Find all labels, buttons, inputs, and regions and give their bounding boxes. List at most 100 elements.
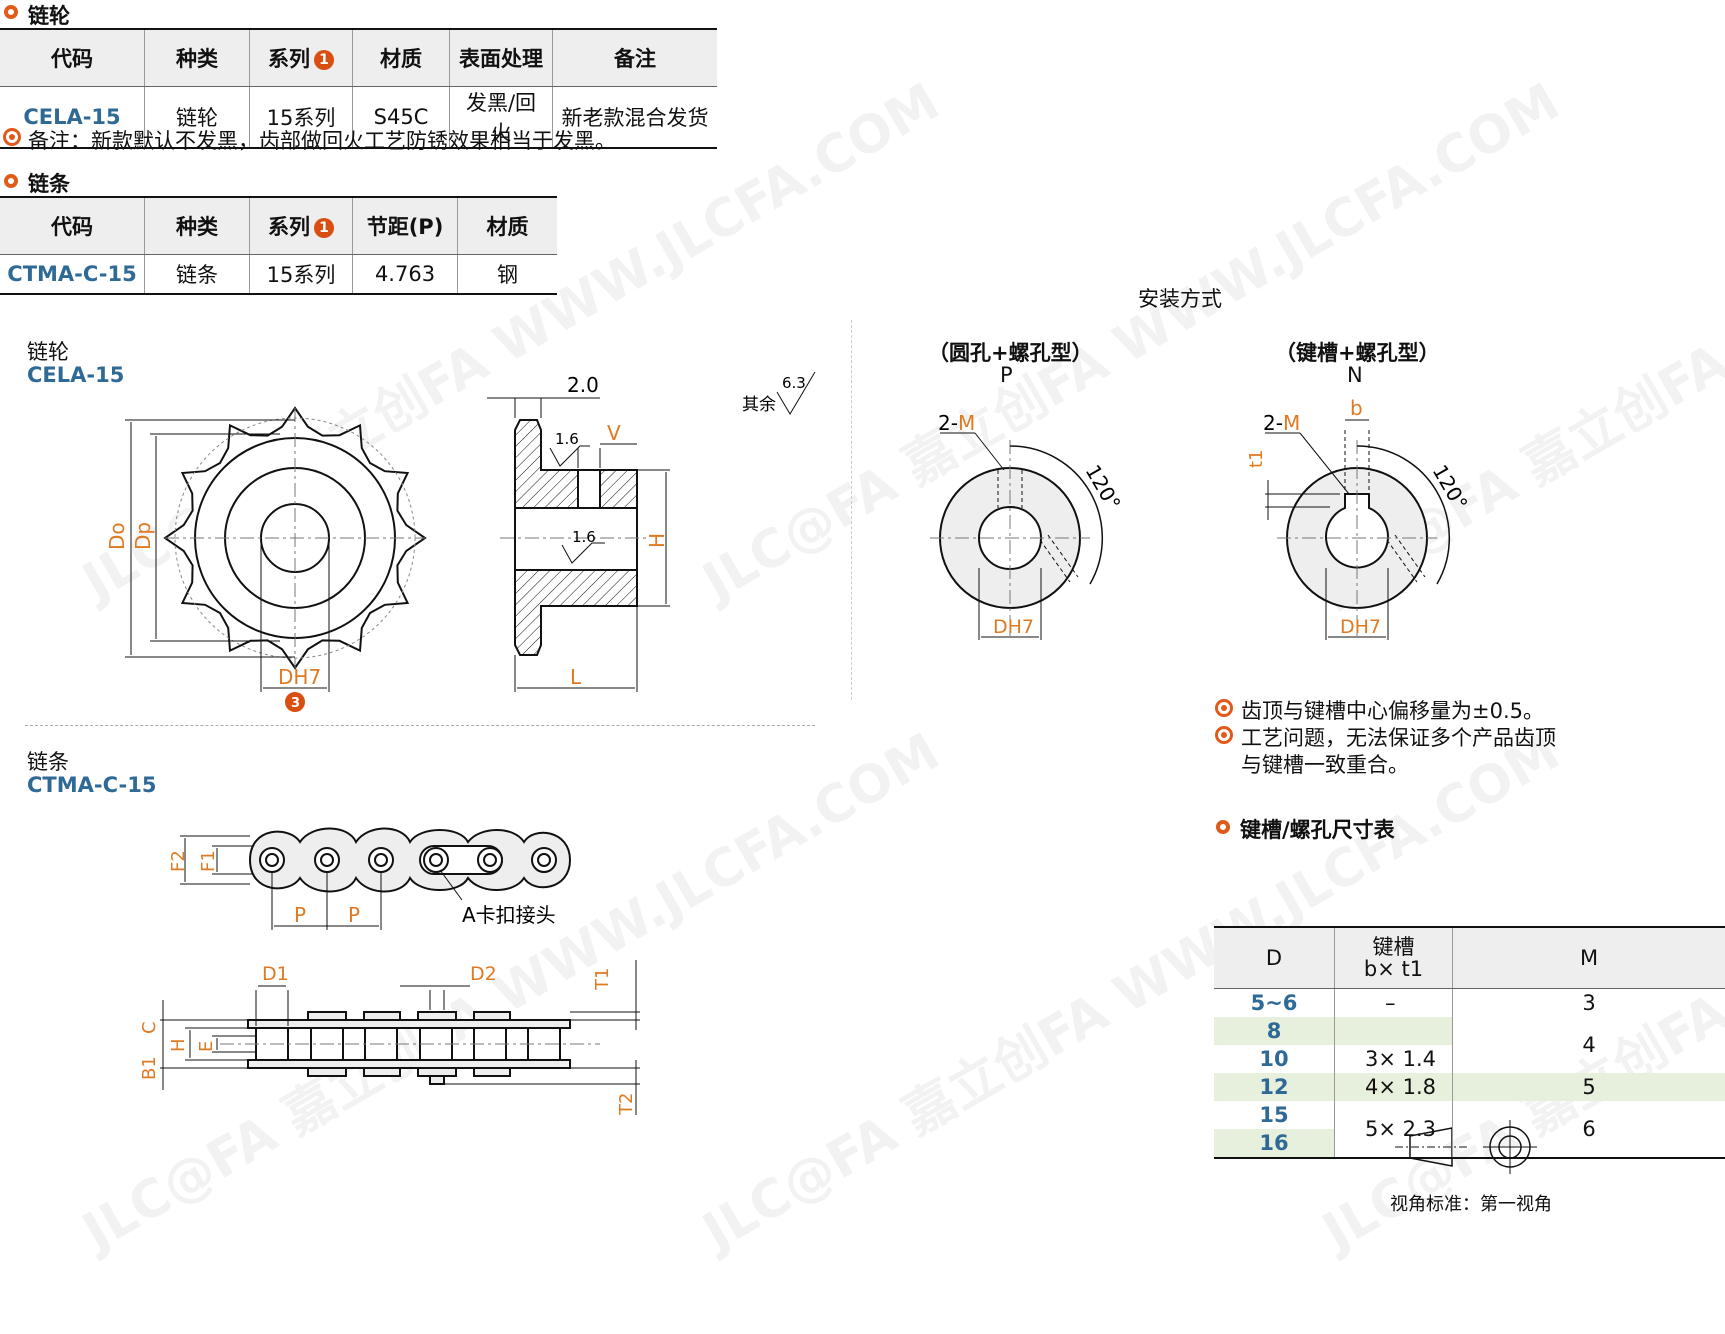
dim-p: P (348, 903, 360, 927)
dim-h: H (645, 533, 669, 548)
m-value: 6 (1452, 1101, 1725, 1159)
clip-label: A卡扣接头 (462, 903, 556, 927)
col-header: D (1214, 926, 1335, 989)
col-header-label: 键槽 (1372, 935, 1415, 959)
note-bullet-icon (1215, 699, 1233, 717)
install-note: 齿顶与键槽中心偏移量为±0.5。 (1241, 699, 1544, 723)
table-row: CTMA-C-15 链条 15系列 4.763 钢 (0, 254, 557, 295)
table-cell: 钢 (457, 254, 557, 295)
d-value: 5~6 (1250, 991, 1298, 1015)
col-header: 种类 (144, 28, 250, 87)
dim-2m-prefix: 2- (938, 411, 958, 435)
dim-h: H (168, 1038, 189, 1052)
dim-t1: T1 (592, 968, 613, 991)
table-row: CELA-15 链轮 15系列 S45C 发黑/回火 新老款混合发货 (0, 86, 717, 149)
table-cell: 链条 (144, 254, 250, 295)
roughness-1-6: 1.6 (555, 430, 579, 448)
roughness-6-3: 6.3 (782, 374, 806, 392)
d-value: 10 (1259, 1047, 1289, 1071)
note-bullet-icon (1215, 726, 1233, 744)
chain-drawing-name: 链条 (27, 750, 69, 774)
dim-d2: D2 (470, 963, 497, 985)
install-type-n-label: （键槽+螺孔型） (1275, 341, 1440, 365)
col-header: 备注 (552, 28, 717, 87)
table-row: 16 (1214, 1129, 1725, 1159)
sprocket-drawing-code: CELA-15 (27, 363, 125, 387)
note-badge-icon: 1 (314, 218, 334, 238)
dim-b1: B1 (139, 1056, 160, 1080)
dim-e: E (196, 1041, 217, 1052)
dim-l: L (570, 665, 582, 689)
table-row: 8 4 (1214, 1017, 1725, 1073)
dim-t1: t1 (1246, 449, 1267, 468)
chain-section-title: 链条 (28, 172, 70, 196)
dim-2-0: 2.0 (567, 373, 599, 397)
install-type-p-label: （圆孔+螺孔型） (928, 341, 1093, 365)
d-value: 12 (1214, 1073, 1335, 1101)
chain-side-view (160, 960, 640, 1115)
col-header-sub: b× t1 (1363, 957, 1424, 981)
install-note: 工艺问题，无法保证多个产品齿顶 (1241, 726, 1556, 750)
table-cell: 4.763 (352, 254, 458, 295)
col-header-label: 系列 (268, 215, 310, 239)
section-bullet-icon (1216, 820, 1230, 834)
sprocket-section-title: 链轮 (28, 4, 70, 28)
dim-2m-n: 2-M (1263, 411, 1300, 435)
note-bullet-icon (3, 128, 21, 146)
install-type-p-code: P (1000, 363, 1013, 387)
section-bullet-icon (4, 174, 18, 188)
dh7-badge-number: 3 (291, 696, 300, 711)
sprocket-drawing-name: 链轮 (27, 340, 69, 364)
d-value: 8 (1214, 1017, 1335, 1045)
view-standard-label: 视角标准：第一视角 (1390, 1194, 1552, 1215)
chain-drawing-code: CTMA-C-15 (27, 773, 157, 797)
table-cell: 15系列 (249, 86, 353, 149)
m-value: 5 (1452, 1073, 1725, 1101)
dim-2m-m: M (1283, 411, 1300, 435)
chain-top-view (180, 827, 572, 930)
d-value: 16 (1214, 1129, 1335, 1159)
m-value: 4 (1452, 1017, 1725, 1073)
divider (851, 320, 852, 700)
sprocket-front-view (125, 406, 427, 692)
d-value: 15 (1259, 1103, 1289, 1127)
m-value: 3 (1452, 988, 1725, 1017)
dh7-badge-icon (285, 692, 305, 712)
note-badge-icon: 1 (314, 50, 334, 70)
dim-dp: Dp (131, 522, 155, 550)
dim-p: P (294, 903, 306, 927)
dim-dh7-p: DH7 (993, 616, 1034, 638)
dim-b: b (1350, 396, 1363, 420)
dim-2m-prefix: 2- (1263, 411, 1283, 435)
dim-d1: D1 (262, 963, 289, 985)
table-cell: 发黑/回火 (449, 86, 553, 149)
divider (25, 725, 815, 726)
dim-dh7: DH7 (278, 665, 321, 689)
table-row: 10 3× 1.4 (1214, 1045, 1725, 1073)
install-view-n (1265, 419, 1451, 640)
bt-value: 5× 2.3 (1334, 1101, 1453, 1159)
dim-2m-m: M (958, 411, 975, 435)
bt-value (1334, 1017, 1453, 1045)
section-bullet-icon (4, 5, 18, 19)
dim-t2: T2 (616, 1093, 637, 1116)
table-cell: S45C (352, 86, 450, 149)
col-header: 代码 (0, 28, 145, 87)
key-table-title: 键槽/螺孔尺寸表 (1240, 818, 1395, 842)
col-header-label: 系列 (268, 47, 310, 71)
sprocket-side-view (487, 371, 816, 692)
install-view-p (930, 432, 1104, 640)
roughness-1-6: 1.6 (572, 528, 596, 546)
bt-value: – (1334, 988, 1453, 1017)
install-title: 安装方式 (1138, 287, 1222, 311)
col-header: 表面处理 (449, 28, 553, 87)
table-row: 15 5× 2.3 6 (1214, 1101, 1725, 1159)
sprocket-note: 备注：新款默认不发黑，齿部做回火工艺防锈效果相当于发黑。 (28, 129, 616, 153)
col-header: 节距(P) (352, 196, 458, 255)
